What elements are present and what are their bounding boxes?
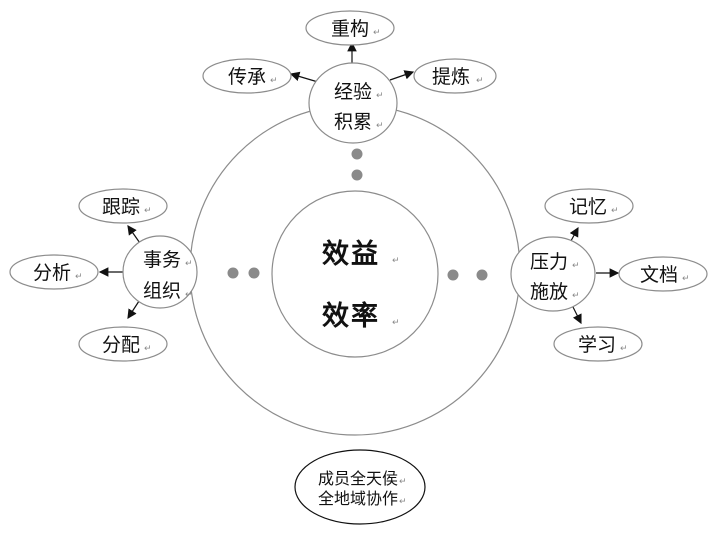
leaf-learn-label: 学习 [578, 334, 616, 356]
leaf-analyze-label: 分析 [33, 262, 71, 284]
leaf-track-label: 跟踪 [102, 196, 140, 218]
leaf-inherit-label: 传承 [228, 66, 266, 88]
center-line2: 效率 [322, 300, 380, 332]
svg-text:↵: ↵ [376, 121, 384, 131]
svg-text:↵: ↵ [476, 76, 484, 86]
bottom-note [294, 449, 426, 525]
svg-text:↵: ↵ [185, 290, 193, 300]
leaf-analyze [9, 254, 99, 290]
bottom-note-line2: 全地域协作 [318, 489, 398, 508]
leaf-learn [553, 326, 643, 362]
leaf-refine-label: 提炼 [432, 66, 470, 88]
svg-text:↵: ↵ [399, 497, 407, 507]
node-pressure-line1: 压力 [530, 251, 568, 273]
svg-text:↵: ↵ [392, 318, 400, 328]
leaf-track [78, 188, 168, 224]
svg-text:↵: ↵ [270, 76, 278, 86]
leaf-refine [413, 58, 497, 94]
svg-text:↵: ↵ [373, 28, 381, 38]
leaf-document [618, 256, 708, 292]
leaf-memory-label: 记忆 [569, 196, 607, 218]
svg-text:↵: ↵ [399, 477, 407, 487]
paragraph-marks: ↵ ↵ ↵ ↵ ↵ ↵ ↵ ↵ ↵ ↵ ↵ ↵ ↵ ↵ ↵ ↵ ↵ ↵ ↵ [75, 28, 690, 507]
bottom-note-line1: 成员全天侯 [318, 469, 398, 488]
svg-text:↵: ↵ [376, 91, 384, 101]
node-experience-line1: 经验 [334, 81, 372, 103]
svg-text:↵: ↵ [185, 259, 193, 269]
node-affairs [122, 235, 198, 309]
svg-text:↵: ↵ [682, 274, 690, 284]
leaf-memory [544, 188, 634, 224]
svg-text:↵: ↵ [620, 344, 628, 354]
node-experience-line2: 积累 [334, 111, 372, 133]
svg-text:↵: ↵ [392, 256, 400, 266]
node-affairs-line1: 事务 [143, 249, 181, 271]
leaf-assign [78, 326, 168, 362]
node-experience [308, 62, 398, 144]
center-circle [271, 190, 439, 358]
svg-text:↵: ↵ [572, 261, 580, 271]
node-pressure [510, 236, 596, 312]
leaf-refactor [305, 10, 395, 46]
connector-dots [227, 148, 488, 281]
svg-text:↵: ↵ [572, 291, 580, 301]
leaf-inherit [202, 58, 292, 94]
svg-text:↵: ↵ [144, 344, 152, 354]
center-line1: 效益 [322, 239, 380, 270]
svg-text:↵: ↵ [611, 206, 619, 216]
svg-text:↵: ↵ [144, 206, 152, 216]
leaf-assign-label: 分配 [102, 334, 140, 356]
leaf-document-label: 文档 [640, 264, 678, 286]
node-pressure-line2: 施放 [530, 281, 568, 303]
svg-text:↵: ↵ [75, 272, 83, 282]
node-affairs-line2: 组织 [143, 280, 181, 302]
leaf-refactor-label: 重构 [331, 18, 369, 40]
